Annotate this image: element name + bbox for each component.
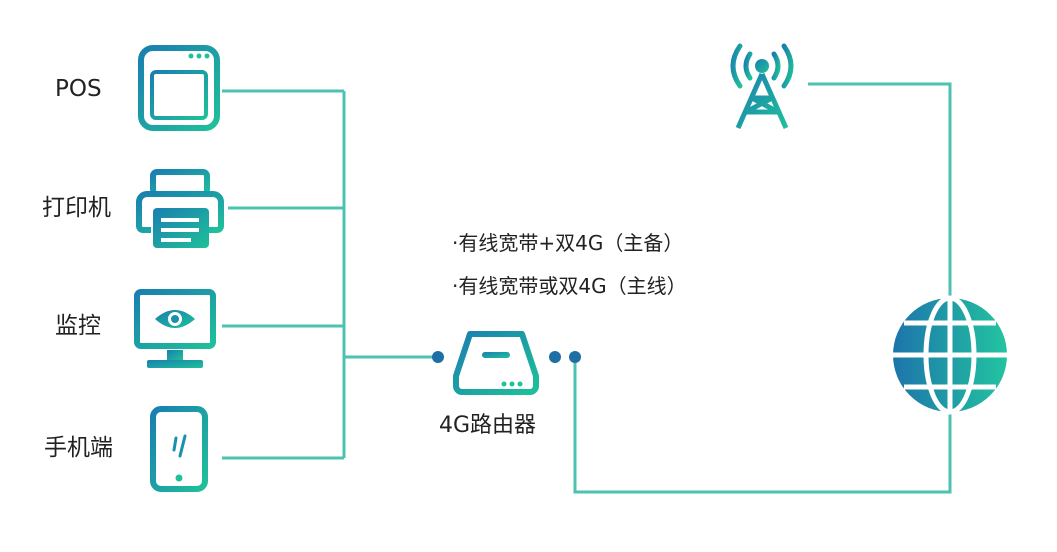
line-tower-to-globe bbox=[808, 82, 952, 298]
router-label: 4G路由器 bbox=[439, 413, 537, 438]
port-dots bbox=[432, 351, 581, 363]
line-router-to-globe bbox=[573, 357, 952, 494]
mode-line-1: ·有线宽带+双4G（主备） bbox=[452, 231, 684, 255]
mobile-phone-icon bbox=[150, 406, 208, 492]
router-icon bbox=[453, 331, 539, 395]
pos-terminal-icon bbox=[138, 45, 220, 131]
device-label-monitor: 监控 bbox=[55, 313, 101, 339]
mode-line-2: ·有线宽带或双4G（主线） bbox=[452, 274, 687, 298]
device-label-mobile: 手机端 bbox=[44, 435, 113, 461]
cell-tower-icon bbox=[730, 43, 794, 130]
connector-lines bbox=[222, 82, 952, 494]
router-output-dot-1 bbox=[549, 351, 561, 363]
globe-icon bbox=[893, 295, 1007, 415]
monitor-eye-icon bbox=[134, 289, 216, 368]
router-input-dot bbox=[432, 351, 444, 363]
device-label-printer: 打印机 bbox=[42, 195, 111, 221]
printer-icon bbox=[136, 169, 224, 248]
router-output-dot-2 bbox=[569, 351, 581, 363]
device-label-pos: POS bbox=[55, 76, 102, 102]
